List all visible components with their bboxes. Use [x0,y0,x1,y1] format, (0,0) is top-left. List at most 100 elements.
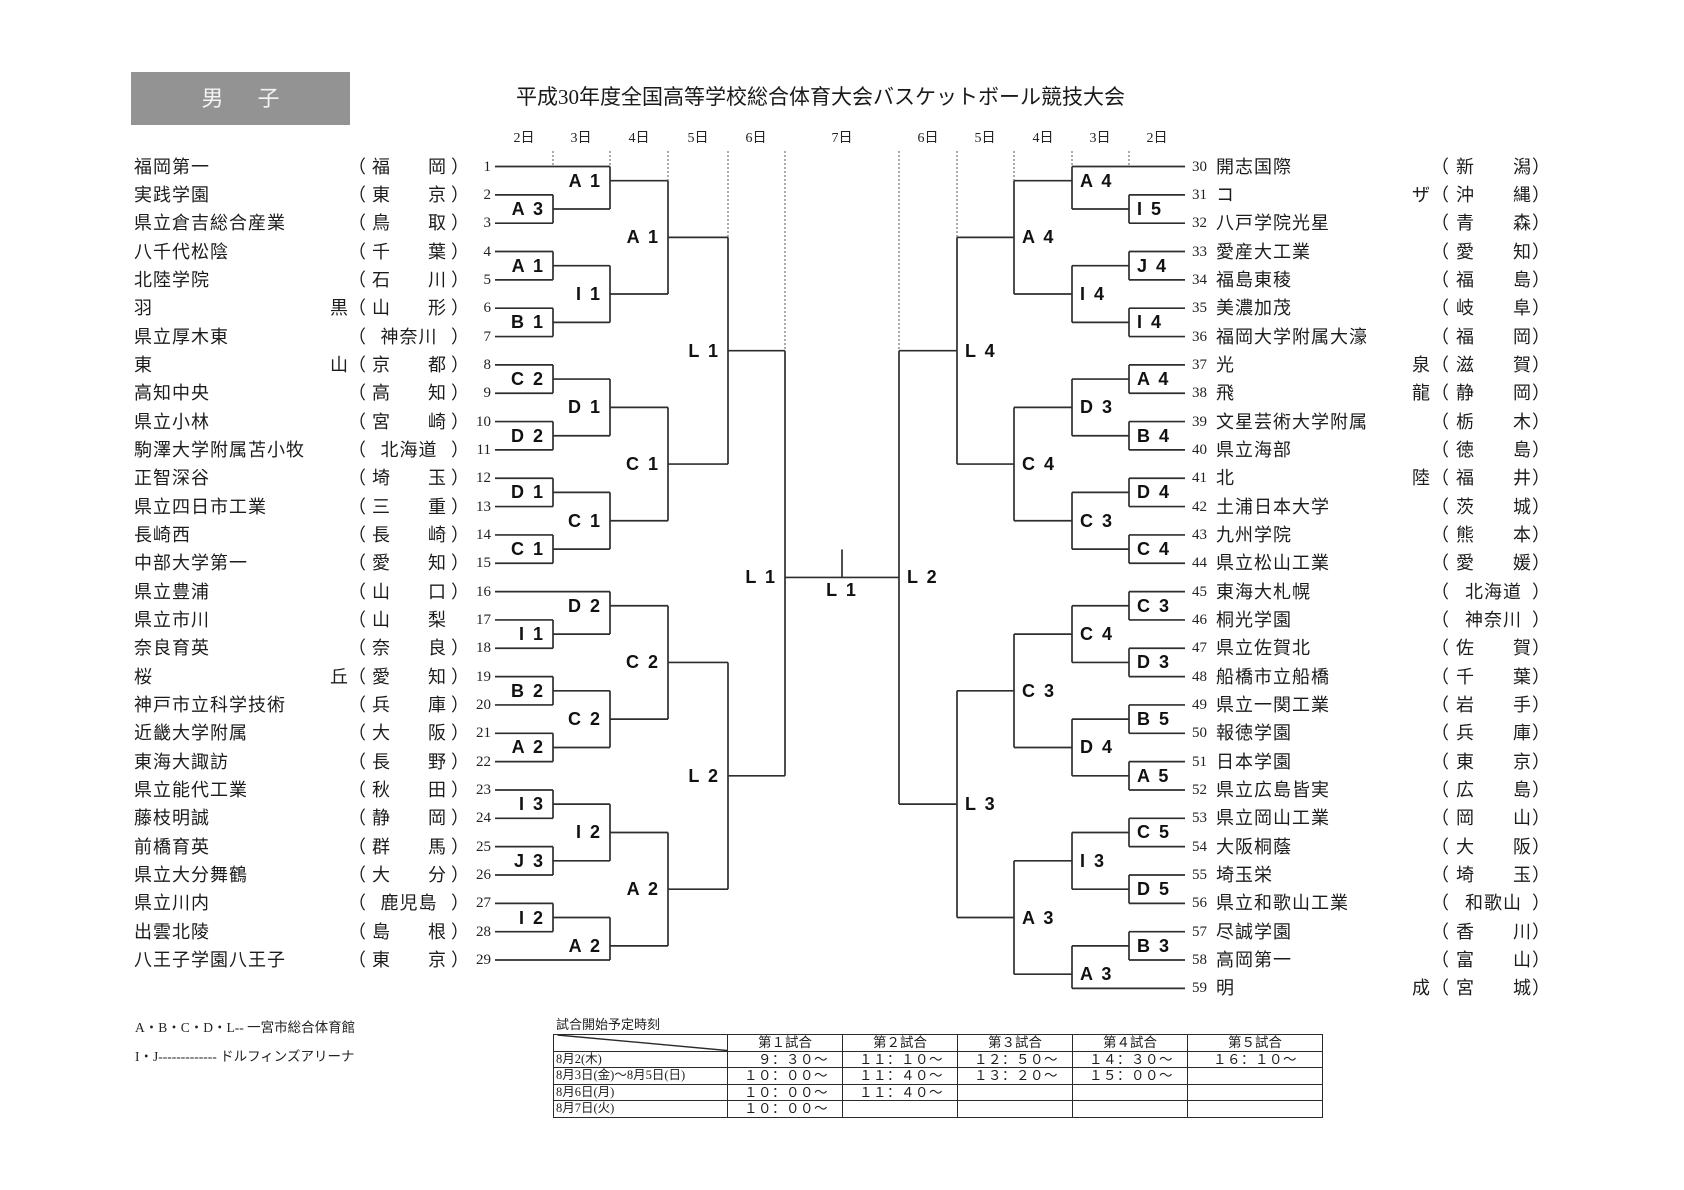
school-name: 県立岡山工業 [1216,808,1330,829]
match-label: I 2 [518,907,545,928]
paren-close: ） [451,694,469,715]
match-label: A 4 [1022,227,1056,248]
school-name: 開志国際 [1216,156,1292,177]
match-label: I 5 [1137,199,1164,219]
match-label: A 3 [1080,964,1114,985]
school-name: 出雲北陵 [134,921,210,942]
prefecture: 千葉 [372,241,446,262]
prefecture: 福岡 [1456,326,1531,347]
paren-open: （ [1431,893,1449,914]
prefecture: 北海道 [380,439,438,460]
schedule-date: 8月2(木) [553,1050,728,1068]
school-name: 羽黒 [134,298,348,319]
paren-close: ） [1532,496,1550,517]
paren-close: ） [451,269,469,290]
match-label: L 2 [907,567,939,588]
team-seed-number: 41 [1192,470,1207,487]
prefecture: 兵庫 [1456,723,1531,744]
match-label: A 2 [626,879,660,900]
prefecture: 埼玉 [372,468,446,489]
team-seed-number: 46 [1192,611,1207,628]
team-seed-number: 27 [476,895,491,912]
final-match-label: L 1 [826,580,858,601]
paren-open: （ [348,184,366,205]
paren-open: （ [348,411,366,432]
prefecture: 岩手 [1456,694,1531,715]
match-label: L 4 [965,340,997,361]
school-name: コザ [1216,184,1430,205]
team-seed-number: 44 [1192,555,1207,572]
paren-close: ） [451,779,469,800]
paren-open: （ [348,921,366,942]
day-header: 3日 [1089,131,1111,146]
paren-open: （ [348,865,366,885]
match-label: A 2 [511,737,545,758]
schedule-game-header: 第１試合 [727,1034,843,1052]
team-seed-number: 15 [476,555,491,572]
schedule-header-row: 第１試合第２試合第３試合第４試合第５試合 [553,1034,1323,1052]
paren-open: （ [348,609,366,630]
school-name: 県立広島皆実 [1216,779,1330,800]
paren-open: （ [1431,978,1449,999]
paren-open: （ [348,723,366,744]
prefecture: 神奈川 [380,326,438,347]
match-label: I 4 [1080,284,1107,305]
paren-close: ） [1532,524,1550,545]
match-label: J 4 [1137,255,1169,276]
paren-open: （ [348,496,366,517]
paren-open: （ [1431,496,1449,517]
paren-open: （ [348,524,366,545]
paren-open: （ [1431,354,1449,375]
team-seed-number: 23 [476,781,491,798]
team-seed-number: 42 [1192,498,1207,515]
school-name: 北陸 [1216,468,1430,489]
schedule-start-time: １２：５０～ [957,1050,1073,1068]
team-seed-number: 6 [483,300,492,317]
schedule-row: 8月7日(火)１０：００～ [553,1100,1323,1118]
paren-close: ） [451,298,469,319]
match-label: I 1 [575,284,602,305]
team-seed-number: 19 [476,668,491,685]
paren-close: ） [451,638,469,659]
team-seed-number: 47 [1192,640,1207,657]
paren-open: （ [348,468,366,489]
team-seed-number: 31 [1192,186,1207,203]
team-seed-number: 10 [476,413,491,430]
paren-close: ） [1532,950,1550,971]
team-seed-number: 32 [1192,215,1207,232]
prefecture: 愛知 [372,553,446,574]
prefecture: 愛知 [1456,241,1531,262]
paren-open: （ [348,326,366,347]
paren-open: （ [1431,950,1449,971]
paren-close: ） [451,496,469,517]
school-name: 近畿大学附属 [134,723,248,744]
paren-open: （ [348,893,366,914]
match-label: A 1 [626,227,660,248]
paren-close: ） [1532,553,1550,574]
paren-open: （ [1431,836,1449,857]
paren-open: （ [348,638,366,659]
team-seed-number: 14 [476,526,491,543]
day-header: 5日 [687,131,709,146]
schedule-start-time [1072,1100,1188,1118]
school-name: 県立佐賀北 [1216,638,1311,659]
match-label: A 1 [511,255,545,276]
match-label: A 3 [1022,907,1056,928]
paren-close: ） [1532,978,1550,999]
school-name: 実践学園 [134,184,210,205]
match-label: A 5 [1137,765,1171,786]
team-seed-number: 55 [1192,867,1207,883]
paren-close: ） [1532,893,1550,914]
match-label: L 2 [688,765,720,786]
